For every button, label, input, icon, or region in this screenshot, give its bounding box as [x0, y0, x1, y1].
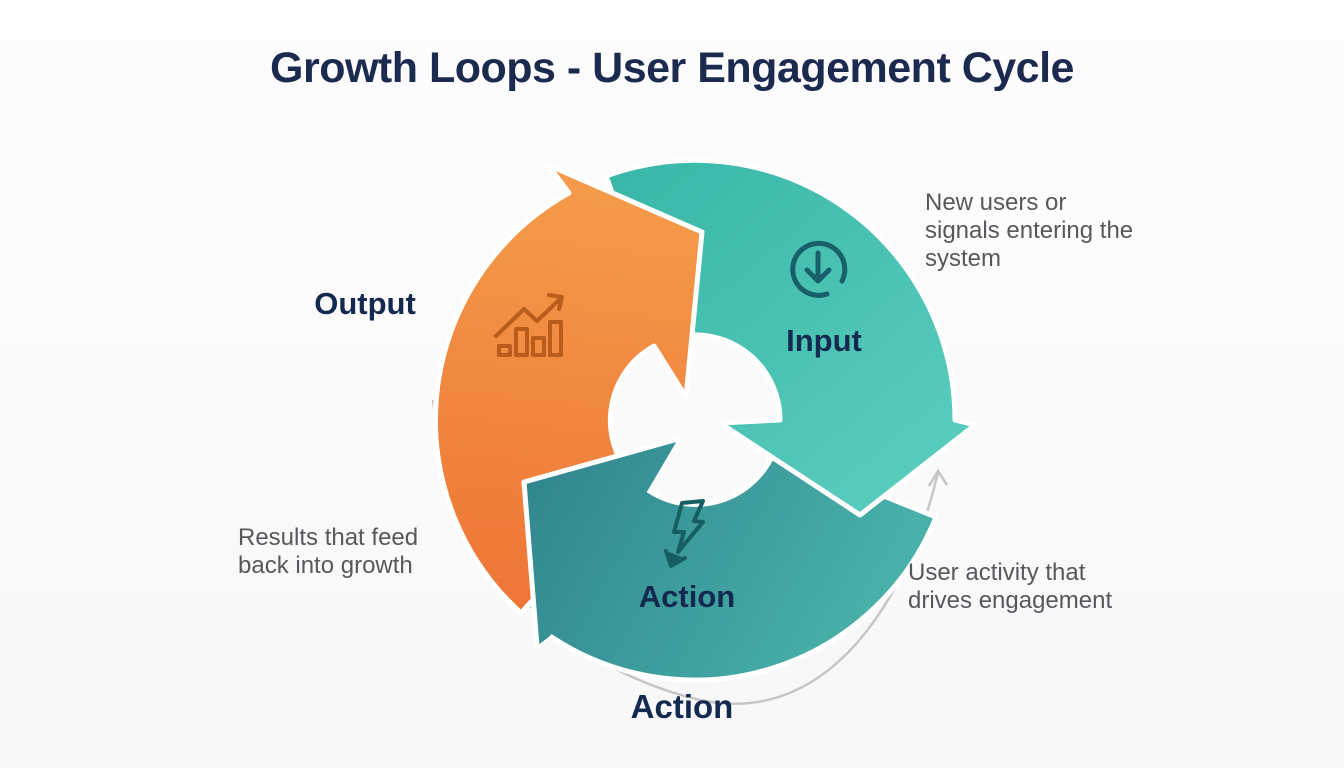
input-caption-line: system — [925, 245, 1002, 272]
action-label-inner: Action — [638, 579, 736, 614]
action-label-bottom: Action — [630, 688, 734, 725]
action-arrowhead-overlay — [524, 439, 678, 646]
action-caption: User activity that drives engagement — [908, 559, 1112, 615]
input-label: Input — [786, 323, 862, 358]
output-caption-line: Results that feed — [238, 524, 419, 551]
output-label: Output — [314, 286, 416, 321]
output-arrow-segment — [432, 162, 705, 616]
input-caption-line: New users or — [925, 189, 1067, 216]
page-title: Growth Loops - User Engagement Cycle — [270, 44, 1074, 92]
action-arrowhead-edge — [521, 436, 679, 647]
output-caption-line: back into growth — [238, 552, 413, 579]
action-caption-line: User activity that — [908, 559, 1086, 586]
growth-chart-icon — [494, 293, 564, 357]
lightning-bolt-icon — [664, 499, 705, 568]
input-caption: New users or signals entering the system — [925, 189, 1133, 273]
feedback-loop-arrowhead — [927, 468, 949, 487]
action-caption-line: drives engagement — [908, 587, 1113, 614]
input-caption-line: signals entering the — [925, 217, 1134, 244]
arrow-down-circle-icon — [790, 240, 848, 298]
output-caption: Results that feed back into growth — [238, 524, 418, 580]
